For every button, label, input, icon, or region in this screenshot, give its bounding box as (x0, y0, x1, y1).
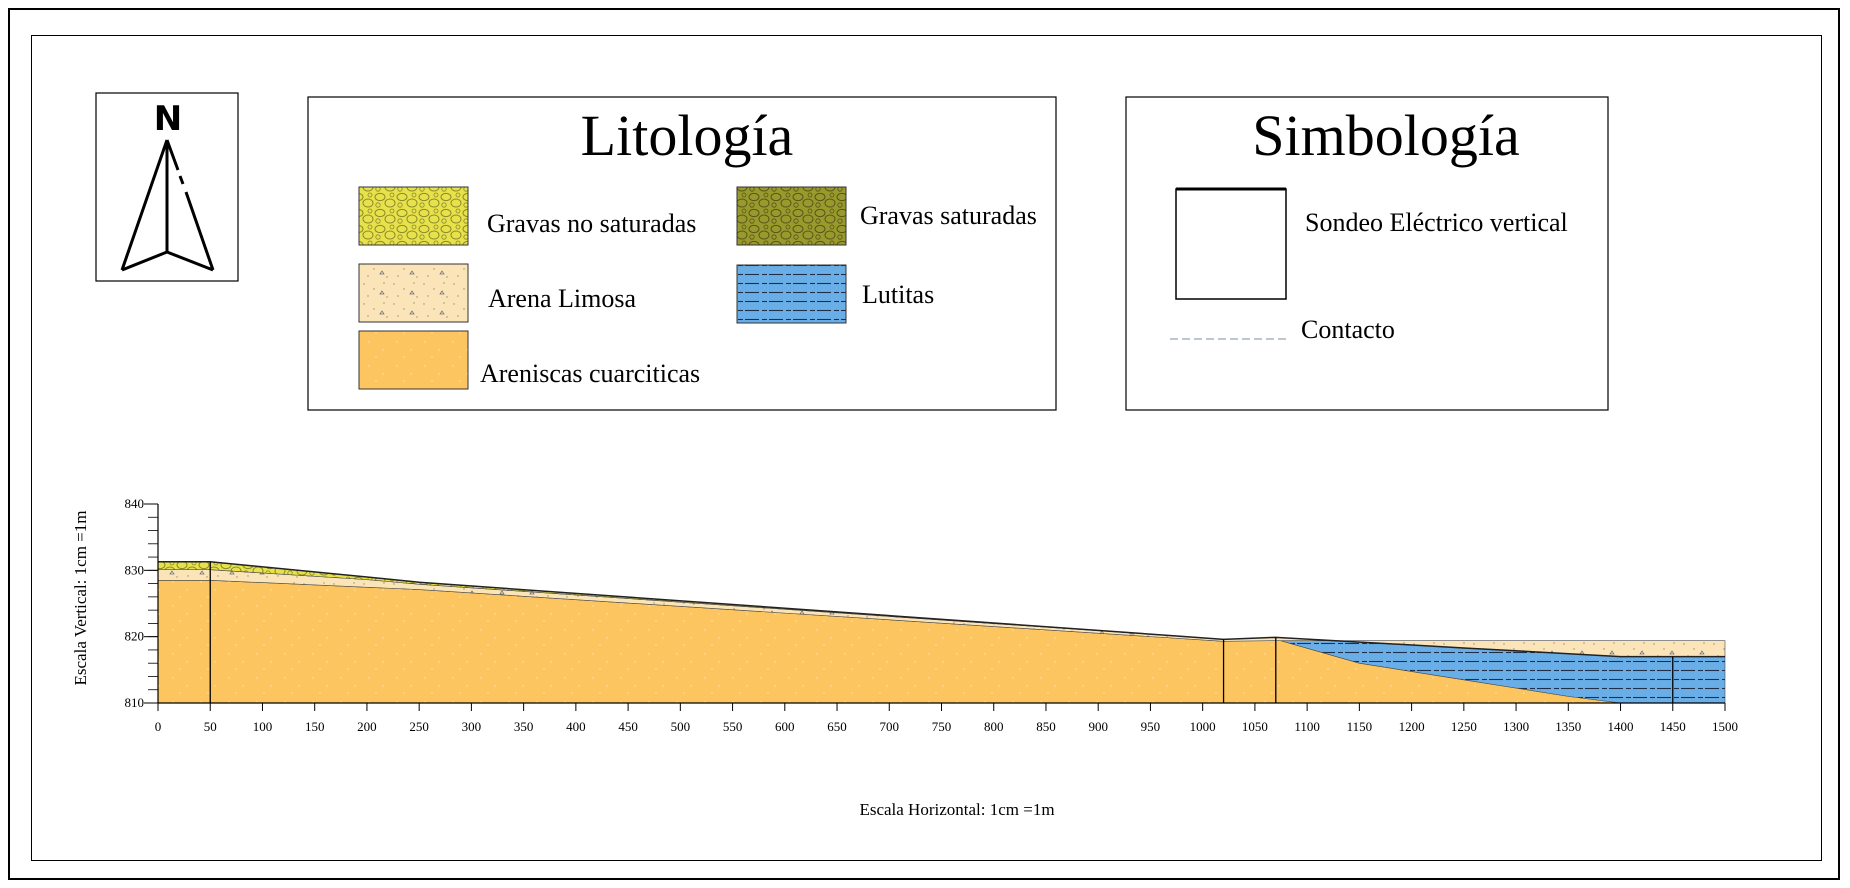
x-tick-label: 800 (984, 719, 1004, 734)
legend-item-gravas-no-saturadas: Gravas no saturadas (358, 186, 696, 246)
lithology-title: Litología (581, 103, 794, 168)
x-tick-label: 350 (514, 719, 534, 734)
legend-label: Gravas saturadas (860, 201, 1037, 230)
north-label: N (154, 99, 182, 139)
x-tick-label: 1500 (1712, 719, 1738, 734)
x-tick-label: 750 (932, 719, 952, 734)
outer-frame (8, 8, 1840, 880)
x-tick-label: 850 (1036, 719, 1056, 734)
symbology-title: Simbología (1252, 103, 1519, 168)
legend-item-areniscas-cuarciticas: Areniscas cuarciticas (358, 330, 700, 390)
x-tick-label: 1250 (1451, 719, 1477, 734)
y-tick-label: 820 (125, 629, 145, 644)
x-tick-label: 1050 (1242, 719, 1268, 734)
legend-item-lutitas: Lutitas (736, 264, 934, 324)
y-tick-label: 840 (125, 496, 145, 511)
symbology-legend: Simbología Sondeo Eléctrico vertical Con… (1125, 96, 1609, 411)
x-tick-label: 600 (775, 719, 795, 734)
x-tick-label: 0 (155, 719, 162, 734)
x-tick-label: 250 (409, 719, 429, 734)
legend-item-contacto: Contacto (1170, 315, 1395, 344)
x-tick-label: 1300 (1503, 719, 1529, 734)
legend-label: Lutitas (862, 280, 934, 309)
legend-label: Areniscas cuarciticas (480, 359, 700, 388)
geologic-profile: Escala Vertical: 1cm =1m Escala Horizont… (71, 496, 1738, 819)
x-tick-label: 900 (1088, 719, 1108, 734)
x-tick-label: 50 (204, 719, 217, 734)
lithology-legend: Litología Gravas no saturadas Gravas sat… (307, 96, 1057, 411)
legend-label: Contacto (1301, 315, 1395, 344)
x-tick-label: 1200 (1399, 719, 1425, 734)
x-tick-label: 300 (462, 719, 482, 734)
x-tick-label: 1450 (1660, 719, 1686, 734)
y-tick-label: 830 (125, 562, 145, 577)
x-tick-label: 950 (1141, 719, 1161, 734)
x-tick-label: 1100 (1294, 719, 1320, 734)
x-tick-label: 100 (253, 719, 273, 734)
north-arrow: N (95, 92, 239, 282)
x-tick-label: 450 (618, 719, 638, 734)
x-tick-label: 1000 (1190, 719, 1216, 734)
x-tick-label: 1350 (1555, 719, 1581, 734)
y-axis-label: Escala Vertical: 1cm =1m (71, 511, 90, 686)
inner-frame (31, 35, 1822, 861)
legend-label: Sondeo Eléctrico vertical (1305, 208, 1568, 237)
x-tick-label: 150 (305, 719, 325, 734)
x-tick-label: 650 (827, 719, 847, 734)
x-tick-label: 200 (357, 719, 377, 734)
legend-label: Arena Limosa (488, 284, 636, 313)
legend-item-gravas-saturadas: Gravas saturadas (736, 186, 1037, 246)
x-tick-label: 400 (566, 719, 586, 734)
x-tick-label: 1400 (1608, 719, 1634, 734)
y-tick-label: 810 (125, 695, 145, 710)
x-tick-label: 1150 (1347, 719, 1373, 734)
x-axis-label: Escala Horizontal: 1cm =1m (859, 800, 1054, 819)
x-tick-label: 700 (880, 719, 900, 734)
x-tick-label: 500 (671, 719, 691, 734)
legend-item-arena-limosa: Arena Limosa (358, 263, 636, 323)
x-tick-label: 550 (723, 719, 743, 734)
legend-label: Gravas no saturadas (487, 209, 696, 238)
legend-item-sev: Sondeo Eléctrico vertical (1175, 187, 1568, 300)
